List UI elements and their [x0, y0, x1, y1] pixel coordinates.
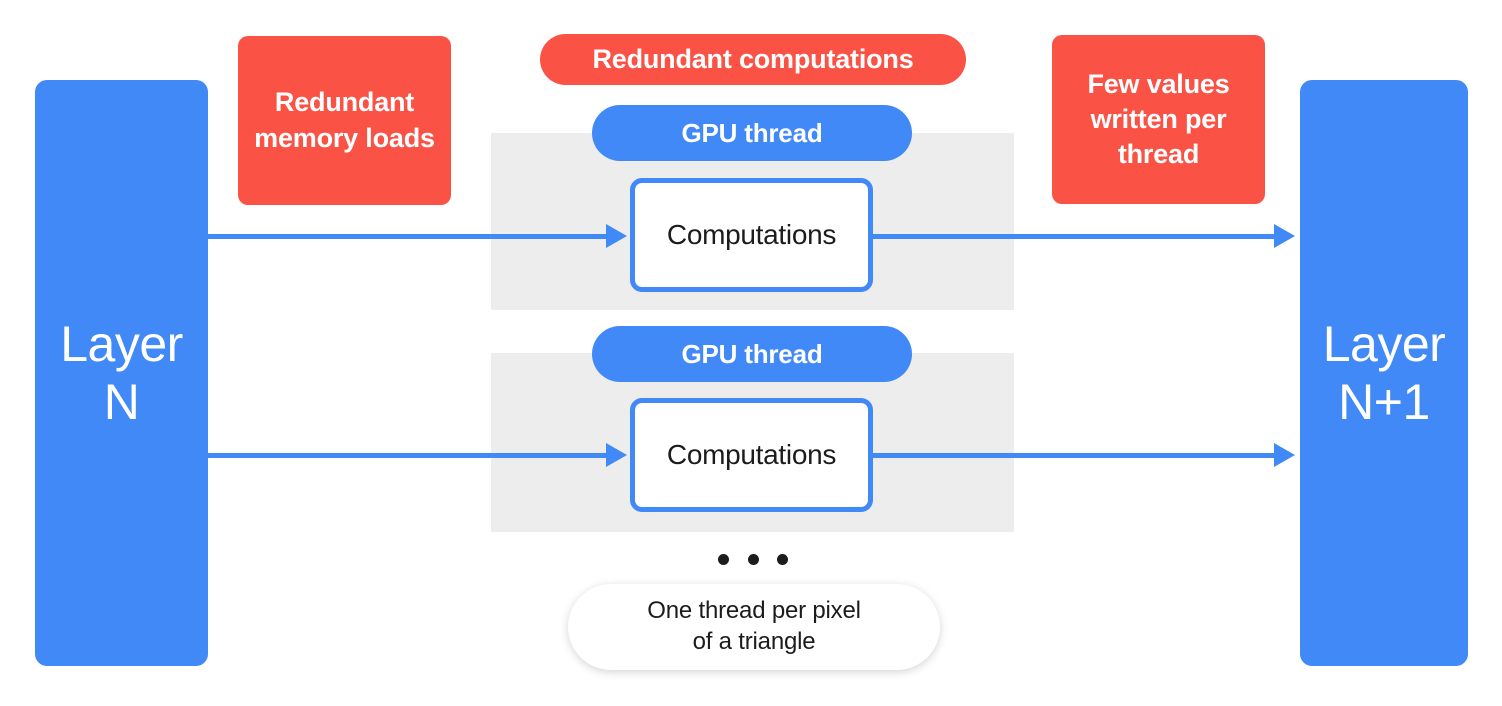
arrow-output-head-1	[1274, 224, 1295, 248]
gpu-thread-pill-1: GPU thread	[592, 105, 912, 161]
callout-redundant-computations: Redundant computations	[540, 34, 966, 85]
ellipsis-dot	[747, 553, 759, 565]
arrow-input-line-1	[208, 234, 610, 239]
arrow-output-head-2	[1274, 443, 1295, 467]
ellipsis-dot	[718, 553, 729, 565]
callout-redundant-memory-loads: Redundant memory loads	[238, 36, 451, 205]
arrow-input-head-2	[606, 443, 627, 467]
arrow-output-line-1	[871, 234, 1275, 239]
caption-one-thread-per-pixel: One thread per pixel of a triangle	[568, 584, 940, 670]
arrow-input-line-2	[208, 453, 610, 458]
arrow-output-line-2	[871, 453, 1275, 458]
computations-box-2: Computations	[630, 398, 873, 512]
gpu-thread-pill-2: GPU thread	[592, 326, 912, 382]
computations-box-1: Computations	[630, 178, 873, 292]
arrow-input-head-1	[606, 224, 627, 248]
callout-few-values-written-per-thread: Few values written per thread	[1052, 35, 1265, 204]
layer-n-block: Layer N	[35, 80, 208, 666]
ellipsis-dot	[777, 553, 788, 565]
layer-n-plus-1-block: Layer N+1	[1300, 80, 1468, 666]
ellipsis-dots-icon	[718, 552, 788, 566]
